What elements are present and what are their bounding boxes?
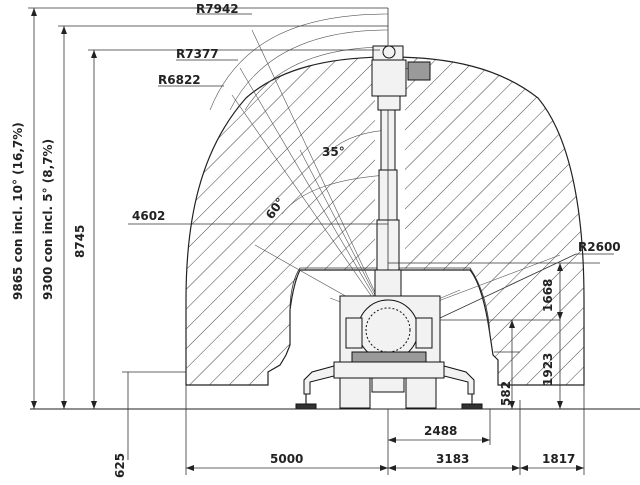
chassis (333, 361, 445, 379)
right-track (405, 377, 437, 409)
left-track (339, 377, 371, 409)
label-width-5000: 5000 (270, 452, 303, 466)
left-outrigger (303, 365, 335, 395)
label-height-9865: 9865 con incl. 10° (16,7%) (11, 122, 25, 300)
arc-35deg (325, 129, 389, 156)
label-height-1923: 1923 (541, 353, 555, 386)
inner-notch-outline (289, 267, 491, 336)
label-r6822: R6822 (158, 73, 201, 87)
right-dimensions (387, 8, 600, 409)
arc-r6822 (244, 46, 389, 111)
radius-arcs (209, 13, 389, 215)
slewing-head (371, 59, 407, 97)
arc-r7377 (229, 29, 389, 111)
radius-leaders (128, 13, 614, 319)
label-height-9300: 9300 con incl. 5° (8,7%) (41, 139, 55, 300)
label-reach-4602: 4602 (132, 209, 165, 223)
label-height-582: 582 (499, 381, 513, 406)
bottom-dimensions (185, 385, 585, 475)
envelope-outline (185, 56, 585, 386)
machine (295, 45, 483, 410)
label-r7942: R7942 (196, 2, 239, 16)
left-dimensions (28, 7, 388, 460)
label-width-1817: 1817 (542, 452, 575, 466)
right-outrigger (443, 365, 475, 395)
arc-60deg (281, 174, 389, 215)
label-r7377: R7377 (176, 47, 219, 61)
winch-block (407, 61, 431, 81)
slew-ring (357, 299, 419, 361)
label-ground-625: 625 (113, 453, 127, 478)
label-angle-35: 35° (322, 145, 345, 159)
label-r2600: R2600 (578, 240, 621, 254)
label-width-3183: 3183 (436, 452, 469, 466)
label-height-8745: 8745 (73, 225, 87, 258)
label-height-1668: 1668 (541, 279, 555, 312)
label-width-2488: 2488 (424, 424, 457, 438)
